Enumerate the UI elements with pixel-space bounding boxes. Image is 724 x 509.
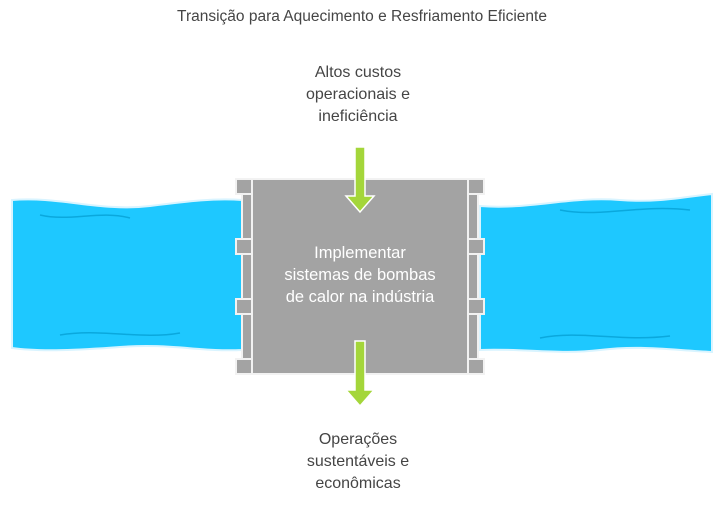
gate-label-line: sistemas de bombas xyxy=(284,266,436,284)
wave-line xyxy=(559,207,691,214)
output-label-line: Operações xyxy=(318,431,398,448)
gate-label-line: Implementar xyxy=(314,244,406,262)
input-label-line: ineficiência xyxy=(318,108,398,125)
input-label-line: operacionais e xyxy=(305,86,411,103)
arrow-down-output-icon xyxy=(344,340,376,408)
water-right xyxy=(479,192,713,354)
output-label-line: econômicas xyxy=(315,475,401,492)
input-label: Altos custos operacionais e ineficiência xyxy=(258,62,458,128)
output-label: Operações sustentáveis e econômicas xyxy=(258,429,458,495)
arrow-down-input-icon xyxy=(344,146,376,214)
wave-line xyxy=(539,334,671,339)
output-label-line: sustentáveis e xyxy=(306,453,410,470)
diagram-title: Transição para Aquecimento e Resfriament… xyxy=(177,8,547,25)
input-label-line: Altos custos xyxy=(314,64,402,81)
gate-label: Implementar sistemas de bombas de calor … xyxy=(262,242,458,308)
water-left xyxy=(11,198,243,352)
gate-label-line: de calor na indústria xyxy=(285,288,435,306)
wave-line xyxy=(39,214,131,219)
wave-line xyxy=(59,331,181,337)
